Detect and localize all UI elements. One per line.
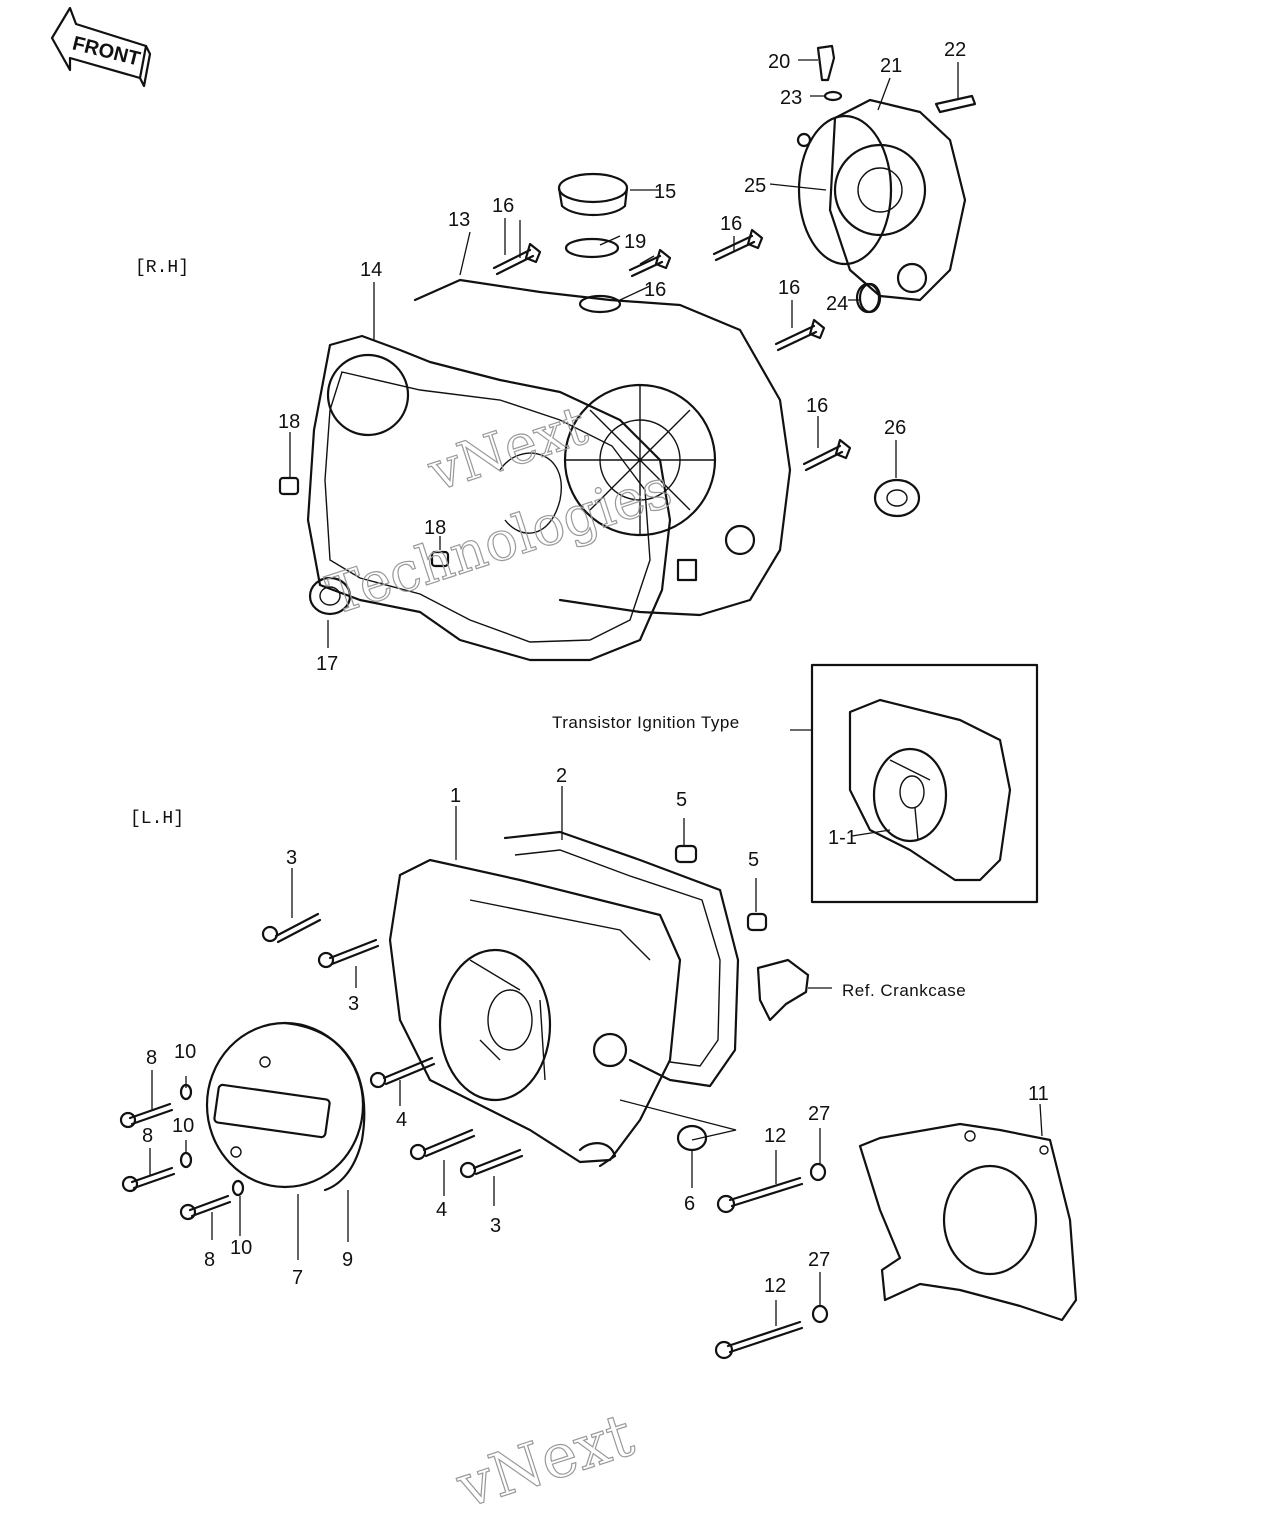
leader-lines — [149, 59, 1043, 1326]
callout-16e: 16 — [806, 395, 828, 417]
callout-27b: 27 — [808, 1249, 830, 1271]
point-cover-7 — [205, 1021, 366, 1192]
callout-17: 17 — [316, 653, 338, 675]
callout-20: 20 — [768, 51, 790, 73]
callout-5b: 5 — [748, 849, 759, 871]
callout-4a: 4 — [396, 1109, 407, 1131]
callout-21: 21 — [880, 55, 902, 77]
callout-16b: 16 — [644, 279, 666, 301]
chain-guard-11 — [858, 1122, 1078, 1322]
callout-16d: 16 — [778, 277, 800, 299]
front-arrow-icon: FRONT — [50, 6, 152, 88]
callout-5a: 5 — [676, 789, 687, 811]
callout-18a: 18 — [278, 411, 300, 433]
section-lh: [L.H] — [130, 809, 184, 829]
callout-9: 9 — [342, 1249, 353, 1271]
transistor-cover-inset — [848, 698, 1012, 882]
callout-12a: 12 — [764, 1125, 786, 1147]
screw-group — [261, 912, 524, 1179]
callout-1-1: 1-1 — [828, 827, 857, 849]
callout-3a: 3 — [286, 847, 297, 869]
dowel-5b — [746, 912, 768, 932]
bearing-26 — [873, 478, 921, 518]
callout-11: 11 — [1028, 1083, 1049, 1105]
callout-12b: 12 — [764, 1275, 786, 1297]
callout-10c: 10 — [230, 1237, 252, 1259]
callout-8a: 8 — [146, 1047, 157, 1069]
screw-8-group — [119, 1083, 245, 1221]
callout-23: 23 — [780, 87, 802, 109]
watermark-bottom: vNext — [448, 1400, 642, 1522]
oil-seal-17 — [308, 576, 352, 616]
housing-21 — [796, 44, 977, 314]
callout-1: 1 — [450, 785, 461, 807]
section-rh: [R.H] — [135, 258, 189, 278]
gasket-2 — [503, 830, 740, 1088]
callout-6: 6 — [684, 1193, 695, 1215]
callout-16c: 16 — [720, 213, 742, 235]
callout-2: 2 — [556, 765, 567, 787]
callout-18b: 18 — [424, 517, 446, 539]
callout-27a: 27 — [808, 1103, 830, 1125]
callout-26: 26 — [884, 417, 906, 439]
crankcase-ref — [756, 958, 810, 1022]
callouts: 20 21 22 23 25 15 19 13 16 16 16 16 16 2… — [142, 39, 1049, 1297]
ring-24 — [855, 282, 881, 314]
note-transistor-ignition: Transistor Ignition Type — [552, 713, 740, 732]
callout-7: 7 — [292, 1267, 303, 1289]
callout-15: 15 — [654, 181, 676, 203]
dowel-18 — [278, 476, 450, 568]
callout-10a: 10 — [174, 1041, 196, 1063]
callout-10b: 10 — [172, 1115, 194, 1137]
dowel-5a — [674, 844, 698, 864]
callout-16a: 16 — [492, 195, 514, 217]
callout-25: 25 — [744, 175, 766, 197]
note-ref-crankcase: Ref. Crankcase — [842, 981, 966, 1000]
bolt-16-group — [492, 228, 852, 472]
inset-box — [810, 663, 1039, 904]
callout-14: 14 — [360, 259, 382, 281]
callout-3c: 3 — [490, 1215, 501, 1237]
watermark: vNext Technologies vNext — [319, 393, 680, 1523]
callout-8b: 8 — [142, 1125, 153, 1147]
clutch-cover-13 — [413, 278, 792, 617]
callout-19: 19 — [624, 231, 646, 253]
callout-4b: 4 — [436, 1199, 447, 1221]
callout-13: 13 — [448, 209, 470, 231]
callout-22: 22 — [944, 39, 966, 61]
front-label: FRONT — [70, 33, 142, 71]
callout-24: 24 — [826, 293, 848, 315]
generator-cover-1 — [388, 858, 682, 1168]
callout-8c: 8 — [204, 1249, 215, 1271]
oil-filler-cap-15 — [557, 172, 629, 259]
callout-3b: 3 — [348, 993, 359, 1015]
